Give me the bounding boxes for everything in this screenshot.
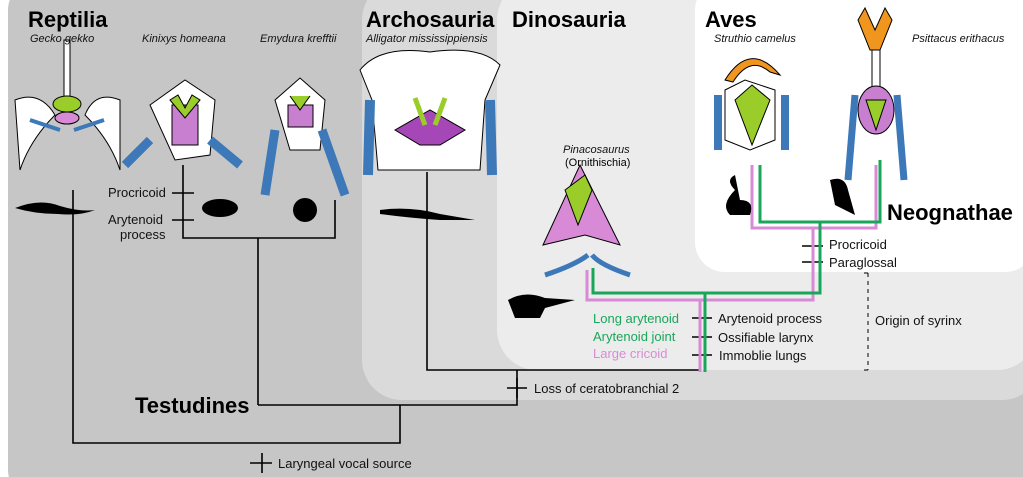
species-psittacus: Psittacus erithacus [912,33,1005,45]
char-paraglossal: Paraglossal [829,255,897,270]
struthio-larynx-illustration [714,58,789,151]
gecko-larynx-illustration [14,39,121,171]
char-long-arytenoid: Long arytenoid [593,311,679,326]
char-loss-ceratobranchial: Loss of ceratobranchial 2 [534,381,679,396]
species-pinacosaurus: Pinacosaurus [563,144,630,156]
turtle-silhouette [293,198,317,222]
emydura-larynx-illustration [260,77,350,197]
tree-lines [72,165,872,473]
char-procricoid-turtle: Procricoid [108,185,166,200]
char-arytenoid-joint: Arytenoid joint [593,329,676,344]
char-large-cricoid: Large cricoid [593,346,667,361]
kinixys-larynx-illustration [121,79,243,169]
char-ossifiable-larynx: Ossifiable larynx [718,330,814,345]
char-immobile-lungs: Immoblie lungs [719,348,807,363]
char-laryngeal-source: Laryngeal vocal source [278,456,412,471]
clade-label-archosauria: Archosauria [366,7,495,32]
species-struthio: Struthio camelus [714,33,796,45]
char-arytenoid-turtle-1: Arytenoid [108,212,163,227]
clade-label-reptilia: Reptilia [28,7,108,32]
clade-label-testudines: Testudines [135,393,250,418]
colored-character-lines [585,160,882,372]
species-alligator: Alligator mississippiensis [365,33,488,45]
alligator-larynx-illustration [359,49,501,176]
char-procricoid-aves: Procricoid [829,237,887,252]
psittacus-larynx-illustration [844,6,908,181]
char-arytenoid-process: Arytenoid process [718,311,823,326]
clade-label-neognathae: Neognathae [887,200,1013,225]
alligator-silhouette [380,208,475,220]
species-emydura: Emydura krefftii [260,33,337,45]
species-gecko: Gecko gekko [30,33,94,45]
clade-label-aves: Aves [705,7,757,32]
aves-box [695,0,1023,272]
gecko-silhouette [15,202,95,215]
ankylosaur-silhouette [508,294,575,318]
pinacosaurus-larynx-illustration [542,163,631,278]
char-arytenoid-turtle-2: process [120,227,166,242]
char-origin-syrinx: Origin of syrinx [875,313,962,328]
species-kinixys: Kinixys homeana [142,33,226,45]
tortoise-silhouette [202,199,238,217]
ostrich-silhouette [726,175,752,215]
clade-label-dinosauria: Dinosauria [512,7,626,32]
parrot-silhouette [830,178,855,215]
species-ornithischia: (Ornithischia) [565,157,630,169]
